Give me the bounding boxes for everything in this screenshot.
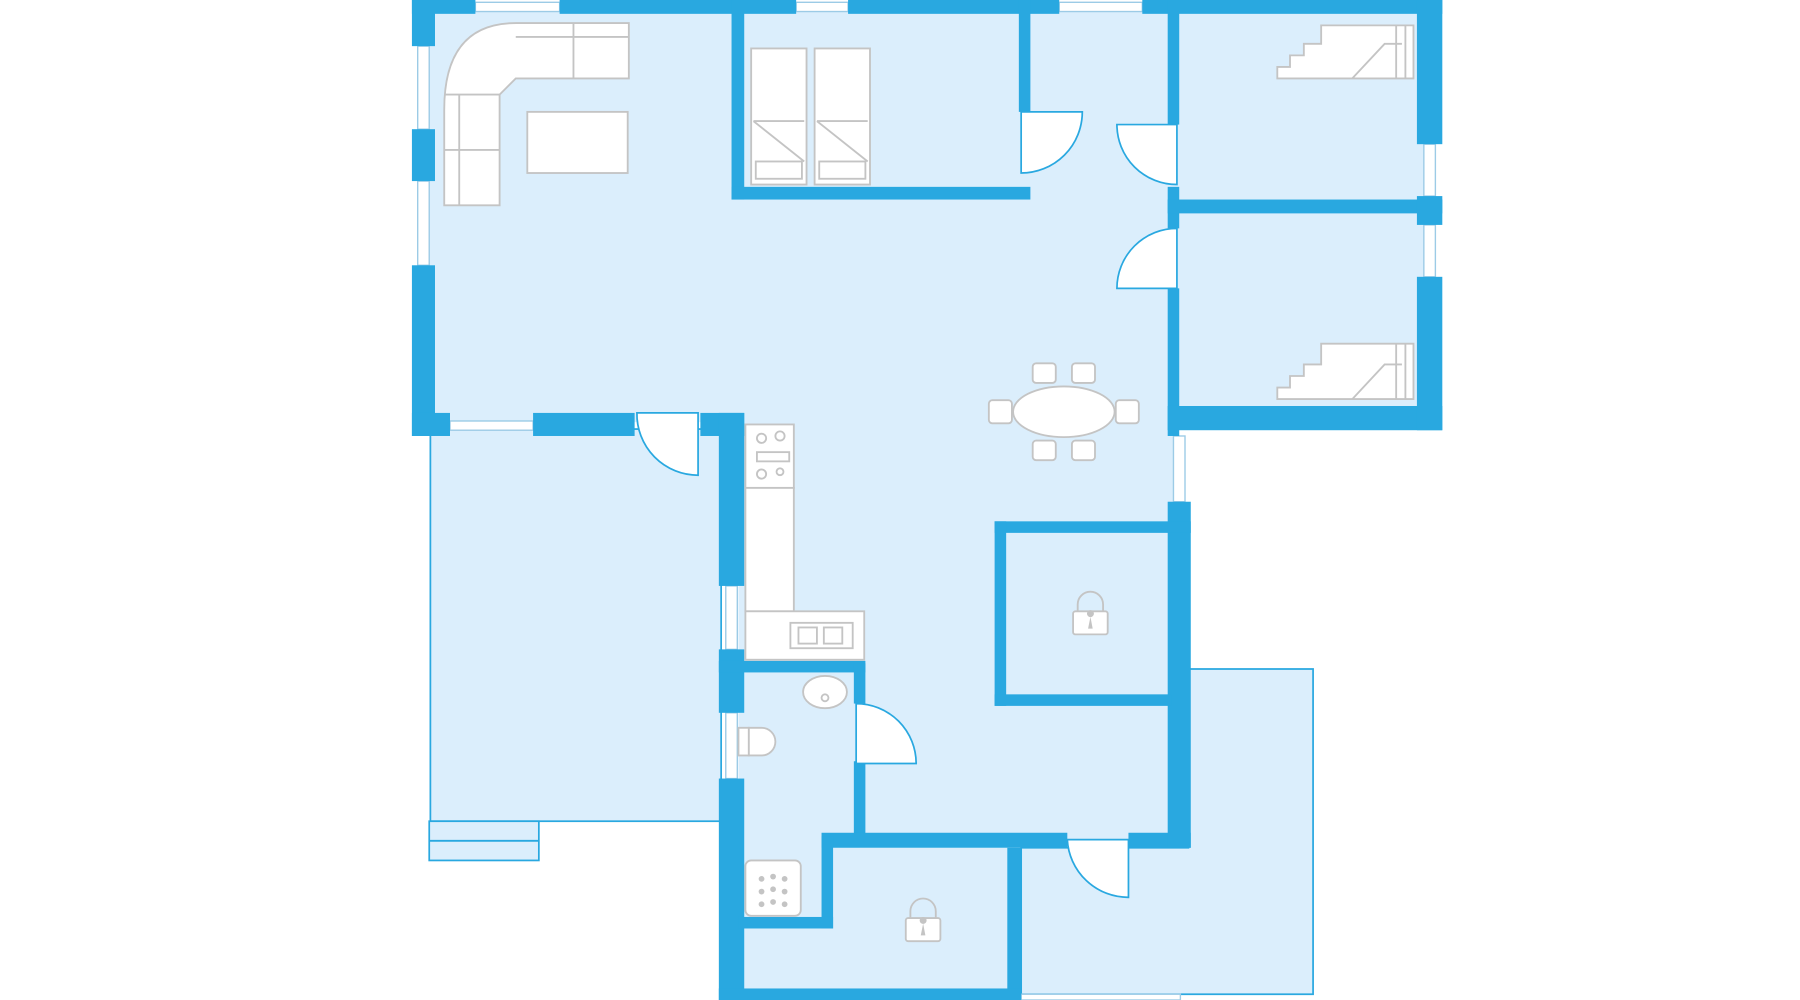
wall	[1018, 0, 1031, 112]
wall	[821, 832, 1068, 848]
window	[795, 1, 849, 13]
bed-icon	[750, 47, 871, 186]
wall	[411, 129, 435, 182]
wall	[1142, 0, 1443, 14]
wall	[718, 778, 745, 1000]
door-back[interactable]	[1066, 838, 1130, 899]
wall	[1167, 405, 1443, 431]
window	[1058, 1, 1143, 13]
window	[416, 180, 430, 266]
window	[1423, 224, 1437, 278]
wall	[821, 836, 834, 929]
window	[725, 712, 738, 780]
wall	[718, 660, 866, 673]
kitchen-sink-icon	[744, 610, 866, 661]
wall	[994, 521, 1191, 533]
window	[1020, 993, 1182, 1000]
door-bedroom-right-top[interactable]	[1116, 123, 1178, 186]
door-terrace[interactable]	[636, 412, 699, 477]
window	[416, 45, 430, 130]
window	[474, 1, 561, 13]
window	[449, 420, 534, 431]
wall	[718, 412, 745, 586]
wall	[853, 761, 866, 842]
wall	[718, 988, 1022, 1000]
lock-icon	[1072, 590, 1109, 636]
wall	[411, 265, 435, 436]
wall	[1167, 0, 1180, 125]
stove-icon	[744, 423, 795, 489]
wall	[731, 0, 745, 200]
wall	[1007, 847, 1022, 1000]
shower-icon	[744, 859, 802, 917]
wall	[1167, 199, 1443, 214]
coffee-table	[526, 110, 629, 174]
wall	[1167, 288, 1180, 436]
window	[725, 585, 738, 651]
kitchen-counter	[744, 486, 795, 613]
wall	[994, 694, 1172, 706]
sofa-icon	[443, 22, 630, 207]
wall	[1416, 0, 1443, 145]
walls	[411, 0, 1443, 1000]
doors	[636, 111, 1178, 899]
terrace-left	[429, 428, 723, 823]
wall	[1416, 276, 1443, 431]
wall	[738, 916, 834, 929]
toilet-icon	[737, 726, 777, 757]
door-bedroom[interactable]	[1020, 111, 1084, 174]
wall	[994, 521, 1007, 706]
window	[1423, 143, 1437, 197]
wall	[848, 0, 1060, 14]
wall	[853, 663, 866, 704]
door-bedroom-right-bottom[interactable]	[1116, 227, 1178, 290]
bunk-bed-icon	[1276, 24, 1415, 401]
wall	[1416, 196, 1443, 225]
wall	[718, 649, 745, 713]
window	[1172, 435, 1186, 503]
wall	[1167, 501, 1191, 848]
wall	[411, 412, 450, 436]
door-bathroom[interactable]	[855, 702, 918, 765]
washbasin-icon	[802, 674, 848, 710]
lock-icon	[904, 897, 942, 943]
dining-set-icon	[987, 362, 1140, 462]
wall	[533, 412, 635, 436]
wall	[411, 0, 435, 47]
living-dining-floor	[422, 6, 1177, 842]
wall	[559, 0, 797, 14]
wall	[731, 186, 1031, 200]
